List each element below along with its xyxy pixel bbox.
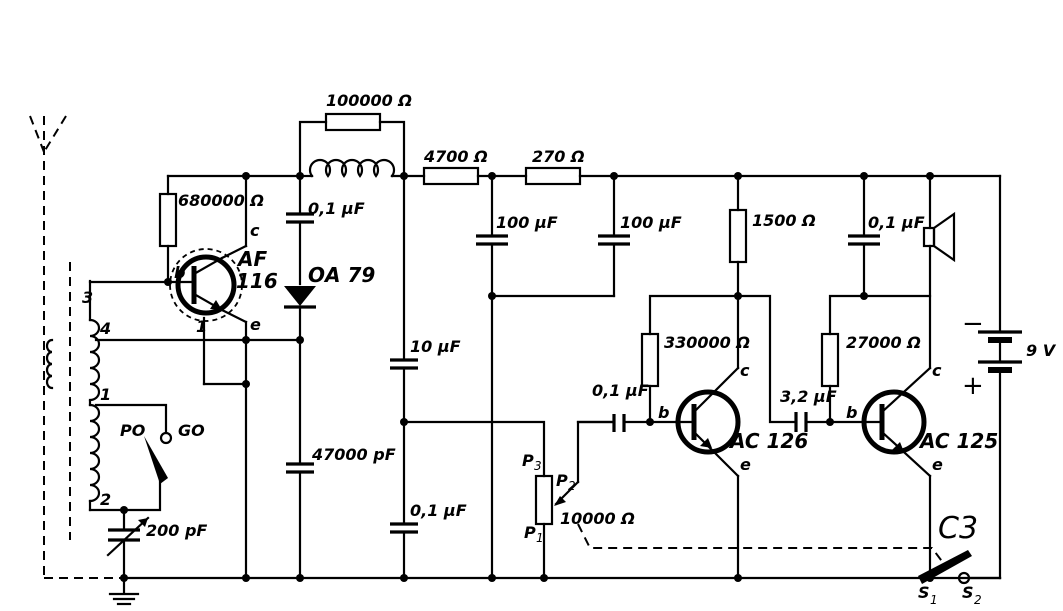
- af116-collector-label: c: [250, 221, 260, 240]
- transistor-ac126: [674, 366, 741, 580]
- ac126-base-label: b: [658, 403, 669, 422]
- transistor-af116: [166, 244, 248, 324]
- pot-p1-sub: 1: [536, 531, 544, 545]
- capacitor-200pf-label: 200 pF: [146, 521, 207, 540]
- capacitor-01-a-label: 0,1 µF: [308, 199, 365, 218]
- variable-capacitor: 200 pF: [106, 516, 207, 580]
- pot-10000-label: 10000 Ω: [560, 509, 635, 528]
- resistor-4700-label: 4700 Ω: [423, 147, 488, 166]
- ac126-collector-label: c: [740, 361, 750, 380]
- coil-tap-2: 2: [100, 490, 111, 509]
- capacitor-10-label: 10 µF: [410, 337, 461, 356]
- pot-p3-sub: 3: [534, 459, 542, 473]
- switch-s2-sub: 2: [974, 593, 982, 607]
- switch-s2: S: [962, 583, 974, 602]
- capacitor-100-b-label: 100 µF: [620, 213, 682, 232]
- capacitor-47000-label: 47000 pF: [311, 445, 396, 464]
- resistor-330000: [640, 332, 660, 388]
- pot-p2: P: [556, 471, 568, 490]
- pot-p1: P: [524, 523, 536, 542]
- junction-dots: [120, 172, 934, 582]
- switch-lever: [144, 436, 168, 484]
- resistor-680000: [158, 192, 178, 248]
- capacitor-01-d-label: 0,1 µF: [868, 213, 925, 232]
- transistor-ac125: [861, 366, 932, 550]
- resistor-270: [524, 166, 582, 186]
- coil-tap-3: 3: [82, 288, 93, 307]
- pot-p2-sub: 2: [568, 479, 576, 493]
- resistor-27000: [820, 332, 840, 388]
- af116-emitter-label: e: [250, 315, 261, 334]
- af116-base-label: b: [174, 263, 185, 282]
- ac126-emitter-label: e: [740, 455, 751, 474]
- pot-p3: P: [522, 451, 534, 470]
- diode-oa79: [284, 286, 316, 306]
- ground-symbol: [108, 576, 140, 606]
- coil-tap-4: 4: [99, 319, 111, 338]
- volume-potentiometer: [534, 420, 616, 580]
- band-switch: PO GO: [120, 421, 205, 484]
- go-label: GO: [178, 421, 205, 440]
- diode-label: OA 79: [308, 263, 375, 287]
- resistor-680000-label: 680000 Ω: [178, 191, 264, 210]
- po-label: PO: [120, 421, 146, 440]
- battery-9v: [978, 174, 1022, 580]
- capacitor-01-c-label: 0,1 µF: [592, 381, 649, 400]
- ac125-collector-label: c: [932, 361, 942, 380]
- rf-choke: [308, 158, 396, 178]
- ac125-emitter-label: e: [932, 455, 943, 474]
- battery-label: 9 V: [1026, 341, 1057, 360]
- battery-plus: +: [962, 371, 984, 401]
- af116-type-a: AF: [236, 247, 267, 271]
- resistor-100000: [324, 112, 382, 132]
- switch-title: C3: [938, 511, 978, 546]
- coil-tap-1: 1: [100, 385, 111, 404]
- resistor-1500-label: 1500 Ω: [752, 211, 816, 230]
- ac126-type: AC 126: [728, 429, 808, 453]
- ferrite-rod: [45, 262, 71, 540]
- capacitor-01-b-label: 0,1 µF: [410, 501, 467, 520]
- switch-s1: S: [918, 583, 930, 602]
- ac125-base-label: b: [846, 403, 857, 422]
- speaker-icon: [922, 174, 956, 370]
- resistor-1500: [728, 208, 748, 264]
- resistor-330000-label: 330000 Ω: [664, 333, 750, 352]
- af116-type-b: 116: [236, 269, 278, 293]
- resistor-27000-label: 27000 Ω: [846, 333, 921, 352]
- ac125-type: AC 125: [918, 429, 998, 453]
- battery-minus: −: [962, 309, 984, 339]
- antenna-symbol: [29, 115, 124, 579]
- af116-shield-pin: 1: [196, 317, 207, 336]
- capacitor-32-label: 3,2 µF: [780, 387, 837, 406]
- pot-switch-link: [577, 523, 945, 565]
- antenna-coil: 3 4 1 2: [82, 279, 111, 512]
- resistor-4700: [422, 166, 480, 186]
- resistor-100000-label: 100000 Ω: [326, 91, 412, 110]
- capacitor-100-a-label: 100 µF: [496, 213, 558, 232]
- switch-s1-sub: 1: [930, 593, 938, 607]
- resistor-270-label: 270 Ω: [532, 147, 585, 166]
